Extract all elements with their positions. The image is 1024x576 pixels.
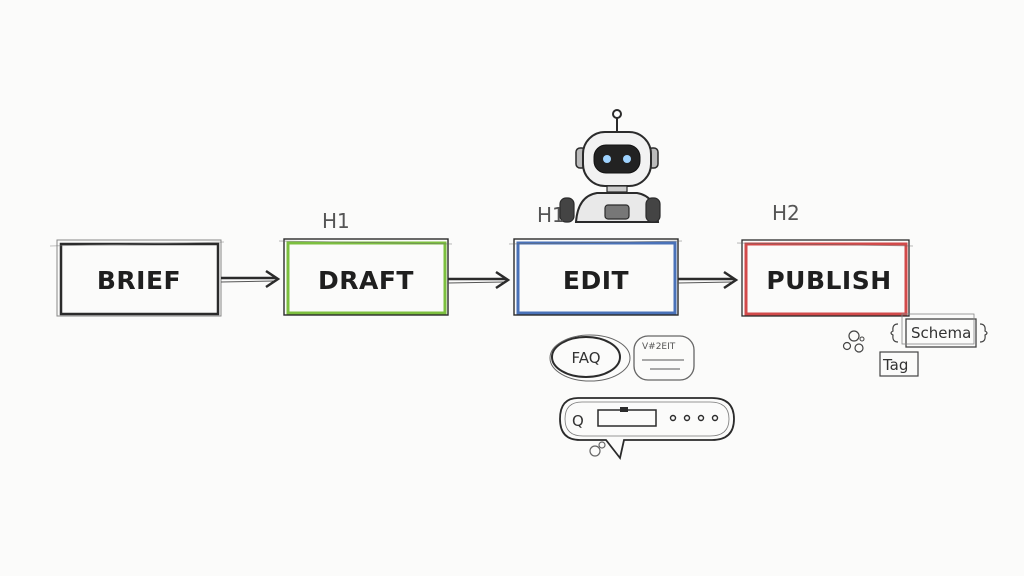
schema-label: Schema bbox=[911, 324, 971, 342]
arrow-draft-to-edit bbox=[447, 270, 511, 290]
publish-heading-tag: H2 bbox=[772, 201, 800, 225]
faq-bubble: FAQ bbox=[549, 334, 631, 382]
draft-heading-tag: H1 bbox=[322, 209, 350, 233]
step-box-draft: DRAFT bbox=[278, 238, 453, 316]
search-bubble-icon: Q bbox=[559, 397, 735, 461]
search-q-label: Q bbox=[572, 412, 584, 430]
tag-label: Tag bbox=[882, 356, 908, 374]
arrow-brief-to-draft bbox=[220, 269, 281, 289]
step-label-edit: EDIT bbox=[563, 266, 629, 295]
step-label-publish: PUBLISH bbox=[766, 266, 891, 295]
robot-icon bbox=[559, 109, 661, 223]
schema-note: Schema bbox=[890, 313, 988, 348]
step-box-publish: PUBLISH bbox=[736, 239, 914, 317]
step-label-draft: DRAFT bbox=[318, 266, 414, 295]
step-label-brief: BRIEF bbox=[97, 266, 181, 295]
gear-doodle-icon bbox=[842, 330, 865, 353]
edit-heading-tag: H1 bbox=[537, 203, 565, 227]
faq-label: FAQ bbox=[571, 349, 600, 367]
note-title: V#2EIT bbox=[642, 342, 676, 352]
note-card: V#2EIT bbox=[633, 335, 695, 381]
tag-note: Tag bbox=[879, 351, 919, 377]
step-box-brief: BRIEF bbox=[49, 239, 225, 317]
arrow-edit-to-publish bbox=[677, 270, 739, 290]
step-box-edit: EDIT bbox=[508, 238, 683, 316]
